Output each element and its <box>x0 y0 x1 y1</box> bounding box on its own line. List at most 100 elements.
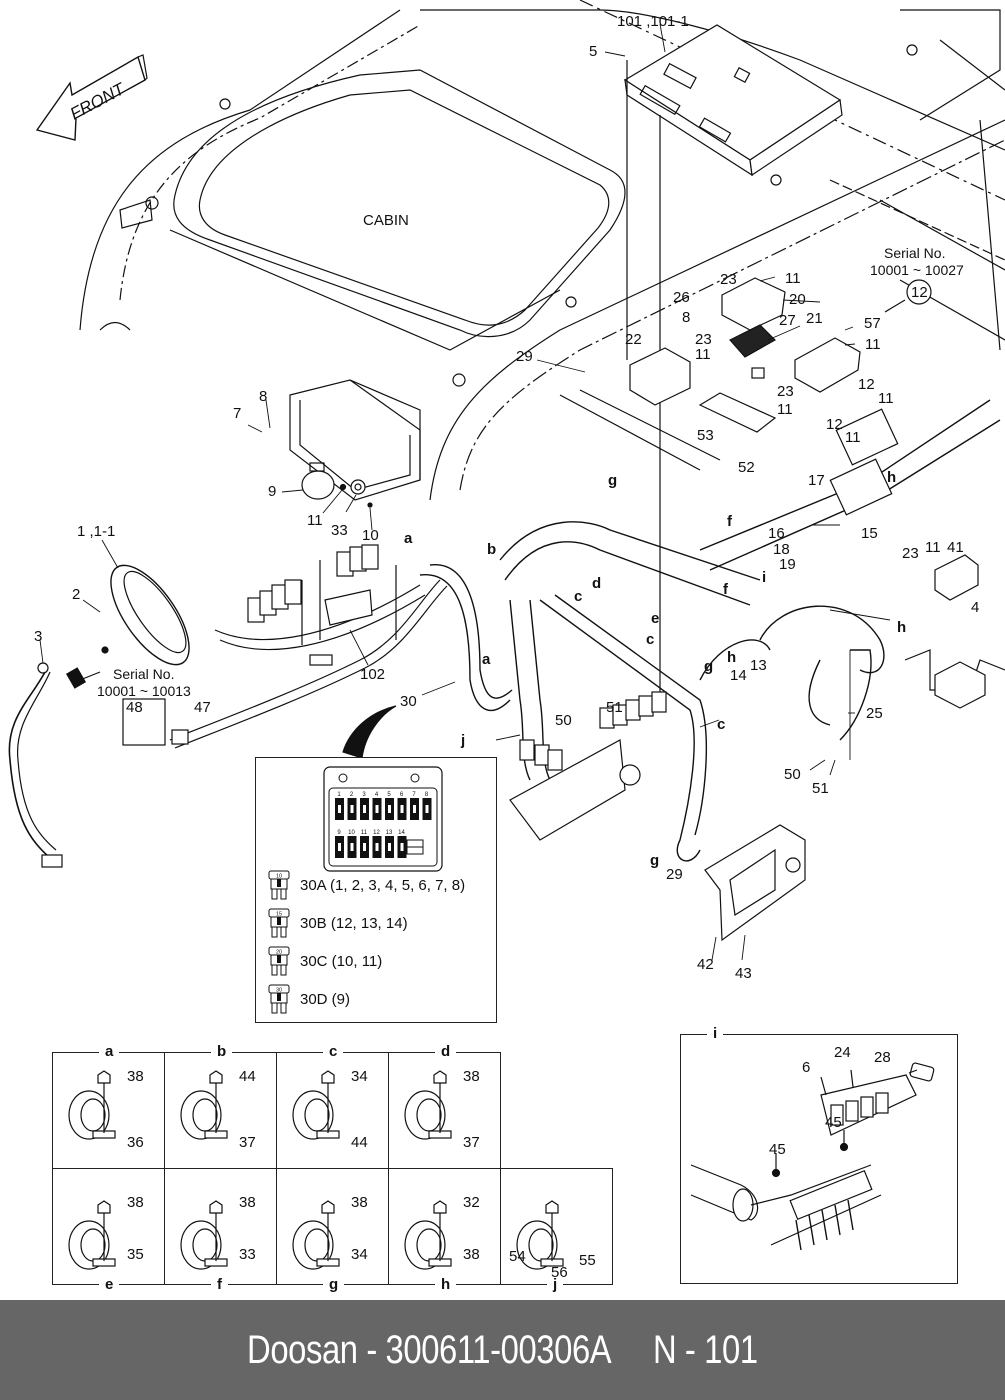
clip-part-number: 32 <box>463 1194 480 1211</box>
clip-part-number: 35 <box>127 1246 144 1263</box>
part-label-26: 26 <box>673 289 690 306</box>
part-label-10: 10 <box>362 527 379 544</box>
part-label-53: 53 <box>697 427 714 444</box>
part-label-23b: 23 <box>695 331 712 348</box>
part-label-11d: 11 <box>865 336 881 353</box>
part-label-9: 9 <box>268 483 277 500</box>
clip-detail-title: f <box>211 1276 228 1293</box>
part-label-27: 27 <box>779 312 796 329</box>
fuse-slot-number: 8 <box>425 792 429 798</box>
clip-part-number: 34 <box>351 1246 368 1263</box>
clip-part-number: 56 <box>551 1264 568 1281</box>
detail-i-part-28: 28 <box>874 1049 891 1066</box>
fuse-slot-number: 6 <box>400 792 404 798</box>
part-label-19: 19 <box>779 556 796 573</box>
part-label-102: 102 <box>360 666 386 683</box>
curved-arrow-icon <box>342 705 397 759</box>
p-clip-icon <box>68 1070 116 1140</box>
detail-i-inset: i 24 28 6 45 45 <box>680 1025 958 1284</box>
clip-part-number: 38 <box>127 1194 144 1211</box>
part-label-11c: 11 <box>695 346 711 363</box>
clip-detail-title: b <box>211 1043 233 1060</box>
part-label-11f: 11 <box>878 390 894 407</box>
part-label-42: 42 <box>697 956 714 973</box>
clip-ref-h: h <box>727 649 737 666</box>
part-label-23a: 23 <box>720 271 737 288</box>
cabin-roof-outline <box>79 0 1005 501</box>
clip-detail-title: a <box>99 1043 120 1060</box>
clip-part-number: 54 <box>509 1248 526 1265</box>
fuse-legend-text: 30C (10, 11) <box>300 952 383 970</box>
part-label-5: 5 <box>589 43 598 60</box>
part-label-17: 17 <box>808 472 825 489</box>
part-label-11a: 11 <box>307 512 323 529</box>
serial-note-1-title: Serial No. <box>113 666 175 682</box>
clip-part-number: 44 <box>239 1068 256 1085</box>
part-label-2: 2 <box>72 586 81 603</box>
part-label-23d: 23 <box>902 545 919 562</box>
fuse-slot-number: 4 <box>375 792 379 798</box>
detail-i-title: i <box>707 1025 724 1042</box>
detail-i-part-45b: 45 <box>825 1114 842 1131</box>
front-arrow-icon <box>35 54 148 141</box>
part-label-30: 30 <box>400 693 417 710</box>
p-clip-icon <box>180 1200 228 1270</box>
connector-block-detail <box>690 1062 935 1251</box>
part-label-8b: 8 <box>682 309 691 326</box>
relay-4 <box>934 554 979 601</box>
fuse-slot-number: 3 <box>362 792 366 798</box>
module-22 <box>559 347 721 471</box>
p-clip-icon <box>292 1200 340 1270</box>
mounting-bracket <box>704 824 806 942</box>
blade-fuse-icon: 30 <box>268 984 290 1014</box>
circled-callout <box>906 279 932 305</box>
fuse-slot-number: 2 <box>350 792 354 798</box>
part-label-13: 13 <box>750 657 767 674</box>
fuse-legend-item: 10 30A (1, 2, 3, 4, 5, 6, 7, 8) <box>268 870 465 900</box>
clip-detail-cell: a 38 36 <box>52 1043 165 1169</box>
work-light <box>37 564 190 689</box>
part-label-14: 14 <box>730 667 747 684</box>
fuse-legend-item: 20 30C (10, 11) <box>268 946 382 976</box>
clip-ref-d: d <box>592 575 602 592</box>
fuse-slot-number: 9 <box>337 830 341 836</box>
detail-i-part-45a: 45 <box>769 1141 786 1158</box>
module-21 <box>794 337 861 393</box>
part-label-4: 4 <box>971 599 980 616</box>
part-label-11b: 11 <box>785 270 801 287</box>
speaker <box>301 462 373 508</box>
blade-fuse-icon: 20 <box>268 946 290 976</box>
clip-ref-g: g <box>608 472 618 489</box>
clip-part-number: 36 <box>127 1134 144 1151</box>
part-label-50b: 50 <box>784 766 801 783</box>
clip-detail-cell: b 44 37 <box>164 1043 277 1169</box>
clip-ref-i: i <box>762 569 767 586</box>
part-label-29a: 29 <box>516 348 533 365</box>
part-label-50a: 50 <box>555 712 572 729</box>
clip-part-number: 33 <box>239 1246 256 1263</box>
clip-ref-c: c <box>574 588 583 605</box>
fuse-slot-number: 13 <box>386 830 393 836</box>
clip-part-number: 44 <box>351 1134 368 1151</box>
part-label-12a: 12 <box>858 376 875 393</box>
clip-part-number: 38 <box>127 1068 144 1085</box>
svg-text:10: 10 <box>276 874 282 880</box>
clip-part-number: 55 <box>579 1252 596 1269</box>
part-label-51a: 51 <box>606 699 623 716</box>
part-label-47: 47 <box>194 699 211 716</box>
part-label-15: 15 <box>861 525 878 542</box>
clip-ref-h: h <box>887 469 897 486</box>
blade-fuse-icon: 15 <box>268 908 290 938</box>
fuse-slot-number: 10 <box>348 830 355 836</box>
part-label-ecu: 101 ,101-1 <box>617 13 689 30</box>
fuse-legend-text: 30A (1, 2, 3, 4, 5, 6, 7, 8) <box>300 876 466 894</box>
clip-part-number: 37 <box>239 1134 256 1151</box>
clip-detail-title: g <box>323 1276 345 1293</box>
part-label-11e: 11 <box>777 401 793 418</box>
clip-ref-e: e <box>651 610 660 627</box>
